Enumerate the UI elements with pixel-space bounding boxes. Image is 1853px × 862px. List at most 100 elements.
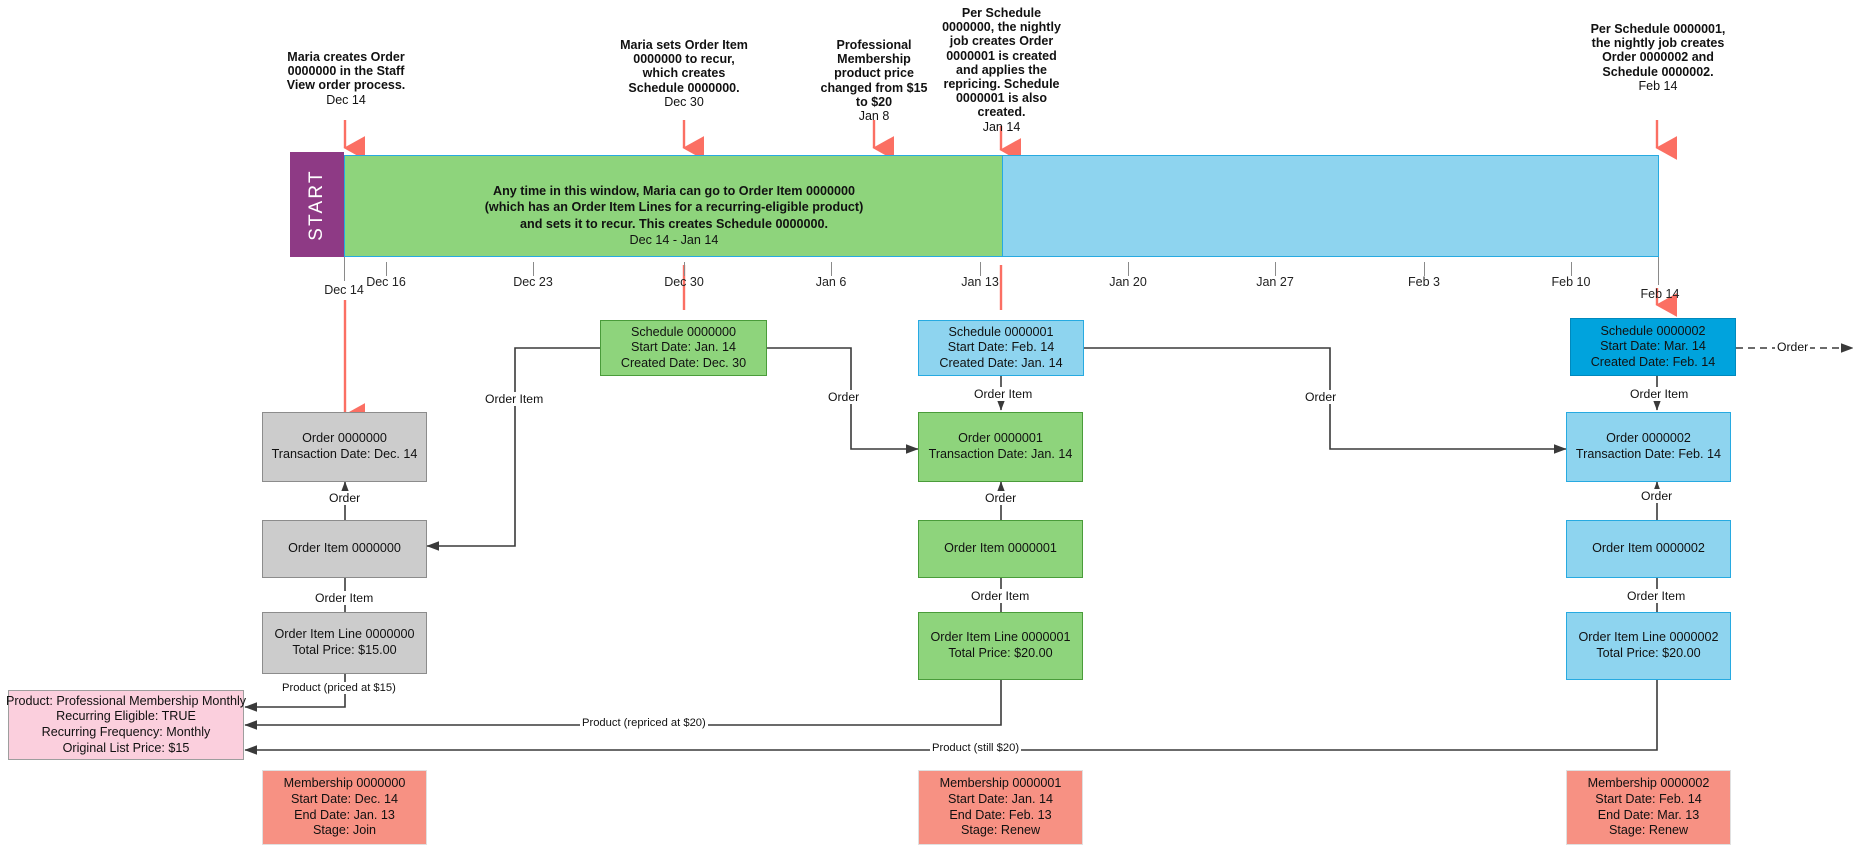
edge-label-order: Order [826, 390, 862, 404]
membership-0000001-box[interactable]: Membership 0000001 Start Date: Jan. 14 E… [918, 770, 1083, 845]
membership-stage: Stage: Renew [1608, 823, 1689, 838]
membership-end-date: End Date: Jan. 13 [294, 807, 395, 822]
edge-label-order: Order [327, 491, 363, 505]
order-item-line-title: Order Item Line 0000001 [930, 630, 1071, 645]
order-transaction-date: Transaction Date: Dec. 14 [271, 447, 418, 461]
order-title: Order 0000001 [958, 431, 1043, 446]
axis-tick [1571, 262, 1572, 276]
order-item-0000001-box[interactable]: Order Item 0000001 [918, 520, 1083, 578]
order-title: Order 0000000 [302, 431, 387, 446]
axis-tick [831, 262, 832, 276]
order-0000002-box[interactable]: Order 0000002 Transaction Date: Feb. 14 [1566, 412, 1731, 482]
order-item-title: Order Item 0000002 [1592, 541, 1705, 556]
product-recurring-eligible: Recurring Eligible: TRUE [56, 709, 196, 724]
annotation-text: Maria sets Order Item 0000000 to recur, … [620, 38, 748, 95]
edge-label-order-item: Order Item [972, 387, 1035, 401]
window-note-range: Dec 14 - Jan 14 [629, 233, 719, 248]
edge-label-order-item: Order Item [969, 589, 1032, 603]
axis-tick [386, 262, 387, 276]
axis-label: Jan 20 [1109, 275, 1147, 289]
product-recurring-frequency: Recurring Frequency: Monthly [41, 725, 211, 739]
schedule-title: Schedule 0000000 [630, 324, 737, 339]
edge-label-order-item: Order Item [1625, 589, 1688, 603]
axis-label: Feb 3 [1408, 275, 1440, 289]
annotation-feb14: Per Schedule 0000001, the nightly job cr… [1590, 22, 1726, 93]
edge-label-order-item: Order Item [313, 591, 376, 605]
schedule-title: Schedule 0000001 [948, 324, 1054, 339]
schedule-created-date: Created Date: Jan. 14 [939, 355, 1063, 370]
membership-start-date: Start Date: Jan. 14 [947, 791, 1053, 806]
order-item-line-title: Order Item Line 0000002 [1578, 630, 1719, 645]
annotation-dec30: Maria sets Order Item 0000000 to recur, … [620, 38, 748, 109]
axis-label: Jan 13 [961, 275, 999, 289]
schedule-start-date: Start Date: Feb. 14 [947, 340, 1055, 355]
axis-tick [1424, 262, 1425, 276]
order-0000000-box[interactable]: Order 0000000 Transaction Date: Dec. 14 [262, 412, 427, 482]
schedule-start-date: Start Date: Mar. 14 [1600, 339, 1706, 354]
membership-end-date: End Date: Feb. 13 [949, 807, 1052, 822]
axis-label: Jan 6 [815, 275, 847, 289]
membership-end-date: End Date: Mar. 13 [1597, 807, 1700, 822]
axis-label: Dec 16 [366, 275, 406, 289]
schedule-title: Schedule 0000002 [1600, 323, 1706, 338]
edge-label-product-20: Product (repriced at $20) [580, 717, 708, 729]
membership-start-date: Start Date: Dec. 14 [290, 791, 399, 806]
timeline-window-green [344, 155, 1004, 257]
window-note-line1: Any time in this window, Maria can go to… [492, 184, 856, 198]
axis-label: Dec 23 [513, 275, 553, 289]
membership-0000000-box[interactable]: Membership 0000000 Start Date: Dec. 14 E… [262, 770, 427, 845]
order-item-title: Order Item 0000000 [288, 541, 401, 556]
order-0000001-box[interactable]: Order 0000001 Transaction Date: Jan. 14 [918, 412, 1083, 482]
annotation-date: Feb 14 [1638, 78, 1678, 93]
schedule-created-date: Created Date: Feb. 14 [1590, 354, 1716, 369]
axis-tick [1275, 262, 1276, 276]
membership-title: Membership 0000002 [1587, 776, 1710, 791]
edge-label-order: Order [1303, 390, 1339, 404]
edge-label-order-item: Order Item [483, 392, 546, 406]
order-item-title: Order Item 0000001 [944, 541, 1057, 556]
annotation-date: Dec 30 [664, 94, 704, 109]
schedule-0000002-box[interactable]: Schedule 0000002 Start Date: Mar. 14 Cre… [1570, 318, 1736, 376]
axis-label: Jan 27 [1256, 275, 1294, 289]
schedule-0000000-box[interactable]: Schedule 0000000 Start Date: Jan. 14 Cre… [600, 320, 767, 376]
axis-tick [1658, 257, 1659, 285]
timeline-window-note: Any time in this window, Maria can go to… [374, 183, 974, 249]
annotation-text: Maria creates Order 0000000 in the Staff… [286, 50, 406, 93]
product-box[interactable]: Product: Professional Membership Monthly… [6, 690, 246, 760]
order-item-0000000-box[interactable]: Order Item 0000000 [262, 520, 427, 578]
membership-stage: Stage: Join [312, 823, 376, 838]
edge-label-product-still-20: Product (still $20) [930, 742, 1022, 754]
annotation-dec14: Maria creates Order 0000000 in the Staff… [282, 50, 410, 107]
axis-label-end: Feb 14 [1640, 287, 1680, 301]
annotation-jan8: Professional Membership product price ch… [818, 38, 930, 123]
order-transaction-date: Transaction Date: Feb. 14 [1575, 447, 1722, 461]
window-note-line3: and sets it to recur. This creates Sched… [520, 216, 828, 231]
order-item-line-price: Total Price: $20.00 [948, 646, 1053, 660]
order-item-line-title: Order Item Line 0000000 [274, 627, 415, 642]
order-item-0000002-box[interactable]: Order Item 0000002 [1566, 520, 1731, 578]
start-label: START [306, 168, 327, 241]
window-note-line2: (which has an Order Item Lines for a rec… [484, 200, 864, 215]
order-item-line-0000001-box[interactable]: Order Item Line 0000001 Total Price: $20… [918, 612, 1083, 680]
axis-label-start: Dec 14 [324, 283, 364, 297]
edge-label-product-15: Product (priced at $15) [280, 682, 398, 694]
order-item-line-0000002-box[interactable]: Order Item Line 0000002 Total Price: $20… [1566, 612, 1731, 680]
axis-tick [980, 262, 981, 276]
axis-tick [344, 257, 345, 281]
membership-0000002-box[interactable]: Membership 0000002 Start Date: Feb. 14 E… [1566, 770, 1731, 845]
annotation-date: Jan 14 [982, 119, 1021, 134]
membership-stage: Stage: Renew [960, 823, 1041, 838]
membership-title: Membership 0000000 [283, 776, 406, 791]
axis-tick [1128, 262, 1129, 276]
membership-title: Membership 0000001 [939, 776, 1062, 791]
order-item-line-0000000-box[interactable]: Order Item Line 0000000 Total Price: $15… [262, 612, 427, 674]
schedule-0000001-box[interactable]: Schedule 0000001 Start Date: Feb. 14 Cre… [918, 320, 1084, 376]
timeline-start-cap: START [290, 152, 344, 257]
annotation-text: Per Schedule 0000000, the nightly job cr… [942, 6, 1061, 120]
annotation-text: Professional Membership product price ch… [820, 38, 928, 109]
annotation-text: Per Schedule 0000001, the nightly job cr… [1590, 22, 1726, 79]
annotation-date: Jan 8 [858, 109, 890, 124]
axis-tick [533, 262, 534, 276]
schedule-created-date: Created Date: Dec. 30 [620, 355, 747, 370]
